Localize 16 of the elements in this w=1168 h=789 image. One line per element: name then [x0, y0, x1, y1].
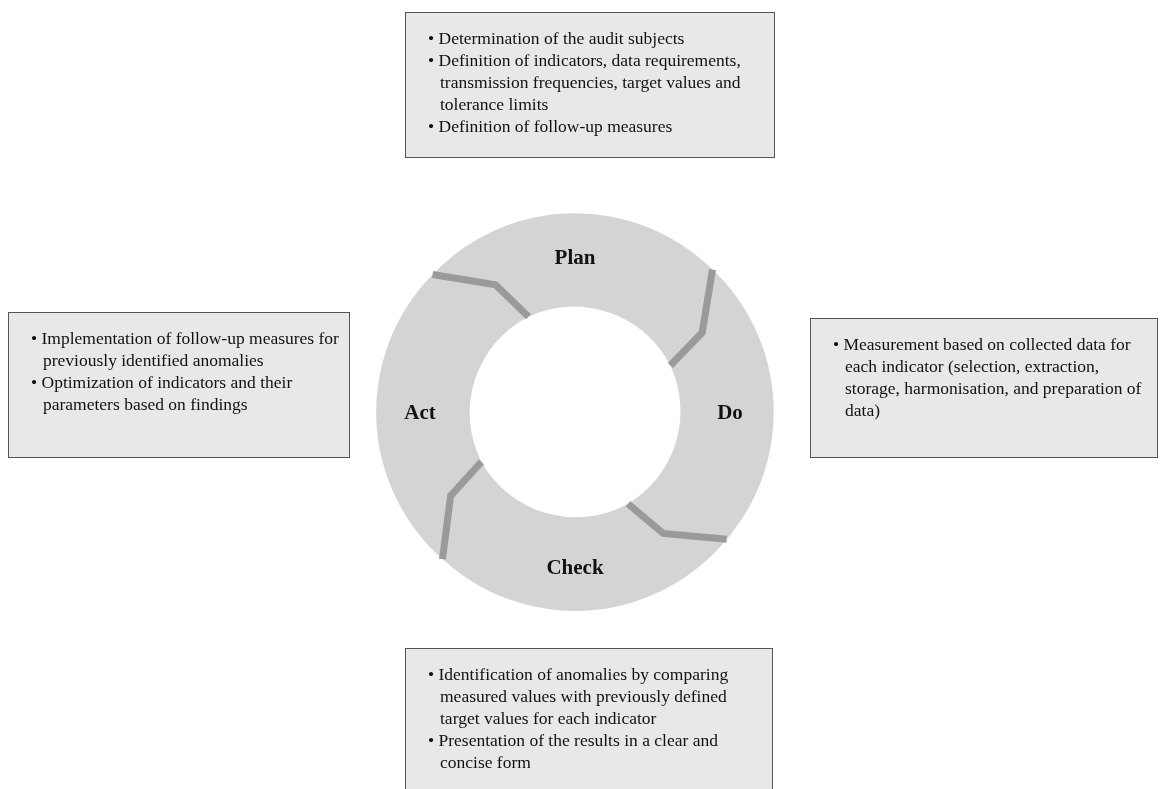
text-box — [810, 318, 1158, 458]
bullet-item: • Optimization of indicators and their parameters based on findings — [31, 371, 294, 415]
phase-label: Check — [546, 554, 604, 580]
bullet-item: • Implementation of follow-up measures for previously identified anomalies — [31, 327, 339, 371]
text-box — [405, 648, 773, 789]
bullet-item: • Definition of indicators, data requirements, transmission frequencies, target values and tolerance limits — [428, 49, 742, 115]
bullet-item: • Definition of follow-up measures — [428, 115, 674, 137]
bullet-item: • Presentation of the results in a clear and concise form — [428, 729, 719, 773]
phase-label: Do — [717, 399, 743, 425]
phase-label: Act — [404, 399, 436, 425]
text-box — [8, 312, 350, 458]
bullet-item: • Determination of the audit subjects — [428, 27, 686, 49]
text-box — [405, 12, 775, 158]
bullet-item: • Measurement based on collected data for each indicator (selection, extraction, storage, harmonisation, and preparation of data) — [833, 333, 1143, 421]
bullet-item: • Identification of anomalies by comparing measured values with previously defined target values for each indicator — [428, 663, 730, 729]
phase-label: Plan — [554, 244, 596, 270]
